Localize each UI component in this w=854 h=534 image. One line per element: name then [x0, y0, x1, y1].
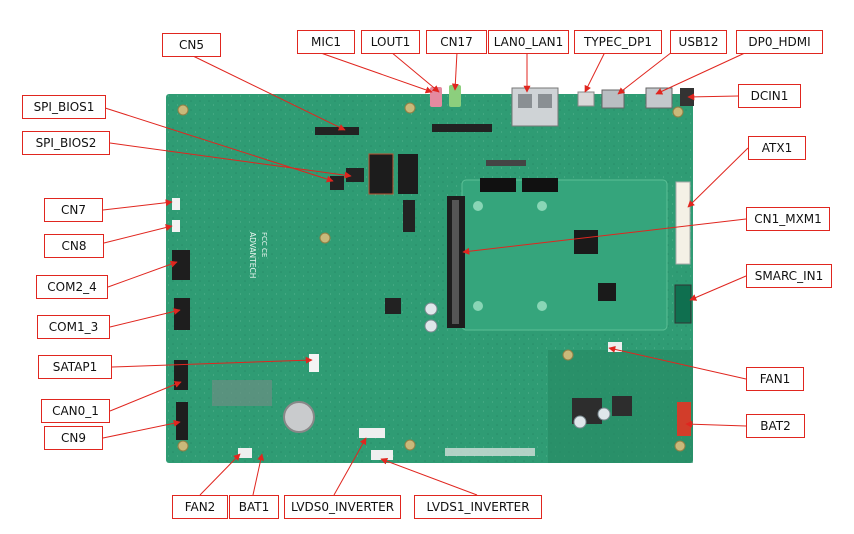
- silkscreen-marks: FCC CE: [260, 232, 268, 257]
- label-cn7: CN7: [44, 198, 103, 222]
- label-lvds1-inverter: LVDS1_INVERTER: [414, 495, 542, 519]
- label-dp0-hdmi: DP0_HDMI: [736, 30, 823, 54]
- label-lan0-lan1: LAN0_LAN1: [488, 30, 569, 54]
- label-mic1: MIC1: [297, 30, 355, 54]
- label-com2-4: COM2_4: [36, 275, 108, 299]
- label-cn1-mxm1: CN1_MXM1: [746, 207, 830, 231]
- label-lvds0-inverter: LVDS0_INVERTER: [284, 495, 401, 519]
- label-smarc-in1: SMARC_IN1: [746, 264, 832, 288]
- label-cn9: CN9: [44, 426, 103, 450]
- label-dcin1: DCIN1: [738, 84, 801, 108]
- label-atx1: ATX1: [748, 136, 806, 160]
- label-can0-1: CAN0_1: [41, 399, 110, 423]
- label-bat2: BAT2: [746, 414, 805, 438]
- label-lout1: LOUT1: [361, 30, 420, 54]
- label-cn8: CN8: [44, 234, 104, 258]
- label-cn5: CN5: [162, 33, 221, 57]
- label-spi-bios1: SPI_BIOS1: [22, 95, 106, 119]
- label-com1-3: COM1_3: [37, 315, 110, 339]
- label-satap1: SATAP1: [38, 355, 112, 379]
- label-usb12: USB12: [670, 30, 727, 54]
- label-typec-dp1: TYPEC_DP1: [574, 30, 662, 54]
- label-fan2: FAN2: [172, 495, 228, 519]
- label-bat1: BAT1: [229, 495, 279, 519]
- leader-lines: [101, 51, 749, 496]
- pcb-board: [166, 94, 693, 463]
- silkscreen-brand: ADVANTECH: [248, 232, 257, 278]
- mxm-area: [461, 179, 668, 331]
- label-cn17: CN17: [426, 30, 487, 54]
- label-fan1: FAN1: [746, 367, 804, 391]
- label-spi-bios2: SPI_BIOS2: [22, 131, 110, 155]
